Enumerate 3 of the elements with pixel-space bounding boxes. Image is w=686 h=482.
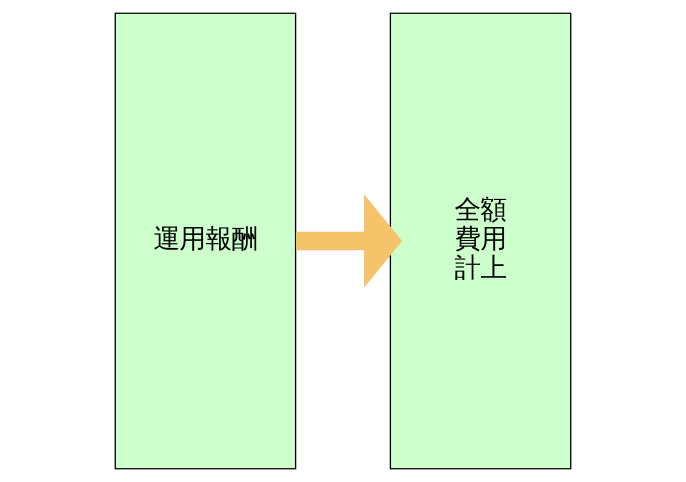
node-box: 全額費用計上: [390, 12, 572, 470]
node-box: 運用報酬: [114, 12, 296, 470]
arrow: [296, 194, 402, 288]
